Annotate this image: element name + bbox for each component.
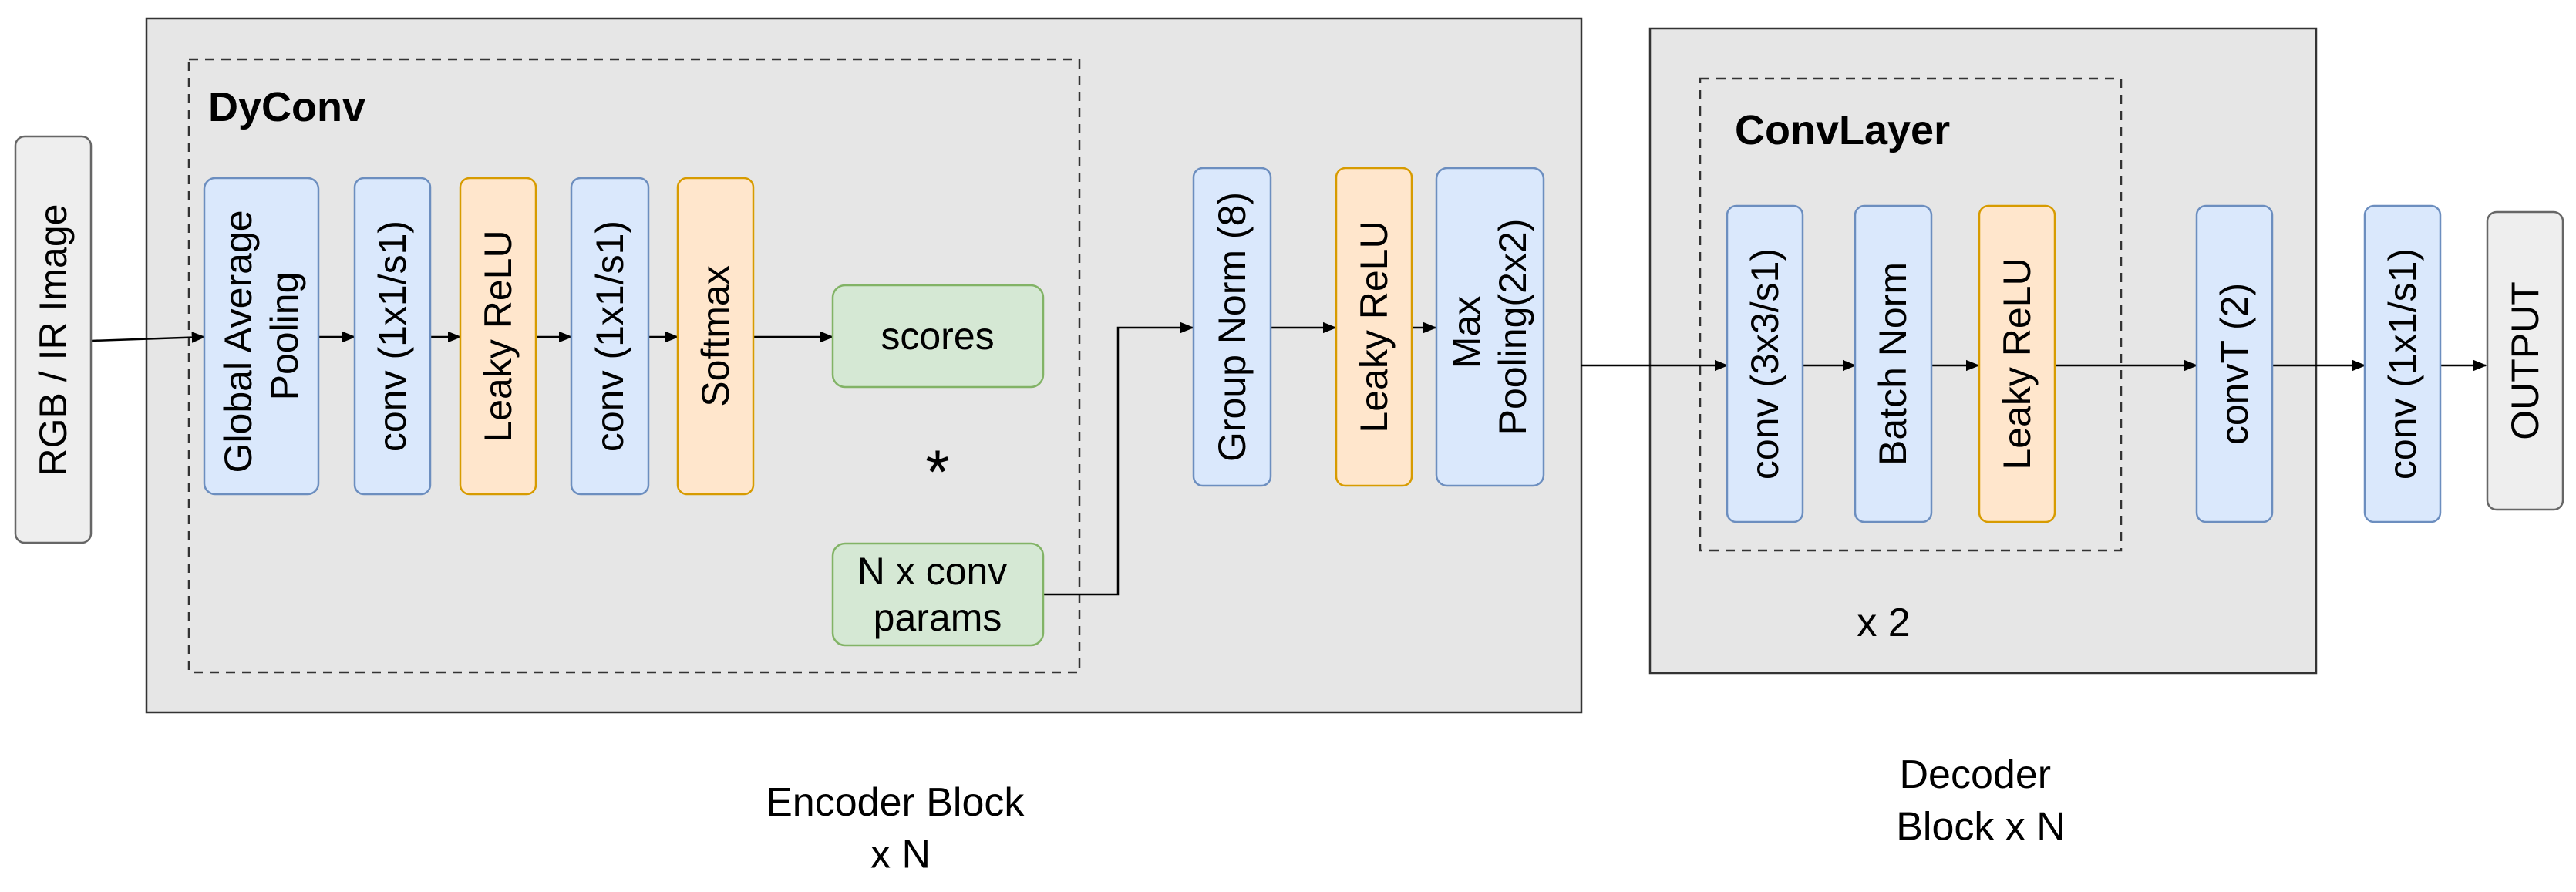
svg-text:Leaky ReLU: Leaky ReLU [476,230,520,442]
conv2-node: conv (1x1/s1) [570,177,650,496]
dyconv-title: DyConv [208,84,365,130]
batch-norm-node: Batch Norm [1854,204,1933,523]
svg-text:N x conv params: N x conv params [857,550,1018,639]
svg-text:scores: scores [881,315,994,358]
conv-params-node: N x conv params [831,542,1045,647]
edge-input-to-gap [90,332,206,343]
conv3-node: conv (3x3/s1) [1726,204,1804,523]
dyconv-container [187,58,1081,674]
svg-text:Leaky ReLU: Leaky ReLU [1995,258,2039,470]
decoder-caption: Decoder Block x N [1896,752,2066,850]
global-average-pooling-node: Global Average Pooling [203,177,320,496]
convlayer-title: ConvLayer [1735,107,1950,153]
svg-text:Softmax: Softmax [694,265,737,406]
svg-text:conv (1x1/s1): conv (1x1/s1) [588,220,631,452]
max-pooling-node: Max Pooling(2x2) [1435,167,1545,487]
svg-text:Batch Norm: Batch Norm [1871,262,1914,466]
svg-text:Group Norm (8): Group Norm (8) [1211,192,1254,462]
svg-text:Max Pooling(2x2): Max Pooling(2x2) [1445,219,1534,436]
input-node: RGB / IR Image [14,135,93,544]
input-label: RGB / IR Image [32,204,75,476]
leaky-relu-2-node: Leaky ReLU [1335,167,1413,487]
svg-text:conv (1x1/s1): conv (1x1/s1) [371,220,414,452]
edges [90,321,2487,596]
edge-params-to-groupnorm [1043,321,1194,596]
output-label: OUTPUT [2504,281,2547,440]
final-conv-node: conv (1x1/s1) [2363,204,2442,523]
output-node: OUTPUT [2486,210,2564,511]
convlayer-container [1699,77,2123,552]
conv1-node: conv (1x1/s1) [353,177,432,496]
svg-text:convT (2): convT (2) [2213,283,2256,445]
svg-text:conv (3x3/s1): conv (3x3/s1) [1743,248,1786,480]
leaky-relu-3-node: Leaky ReLU [1978,204,2056,523]
leaky-relu-1-node: Leaky ReLU [459,177,537,496]
convlayer-repeat-label: x 2 [1857,601,1910,645]
scores-node: scores [831,284,1045,389]
softmax-node: Softmax [676,177,755,496]
convT-node: convT (2) [2195,204,2274,523]
multiply-symbol: * [925,438,949,507]
group-norm-node: Group Norm (8) [1192,167,1272,487]
svg-text:Leaky ReLU: Leaky ReLU [1352,220,1396,433]
gap-line1: Global Average [217,210,260,473]
svg-text:conv (1x1/s1): conv (1x1/s1) [2381,248,2424,480]
gap-line2: Pooling [263,272,306,401]
encoder-caption: Encoder Block x N [766,780,1035,877]
svg-text:Global Average Pooling: Global Average Pooling [217,200,306,473]
